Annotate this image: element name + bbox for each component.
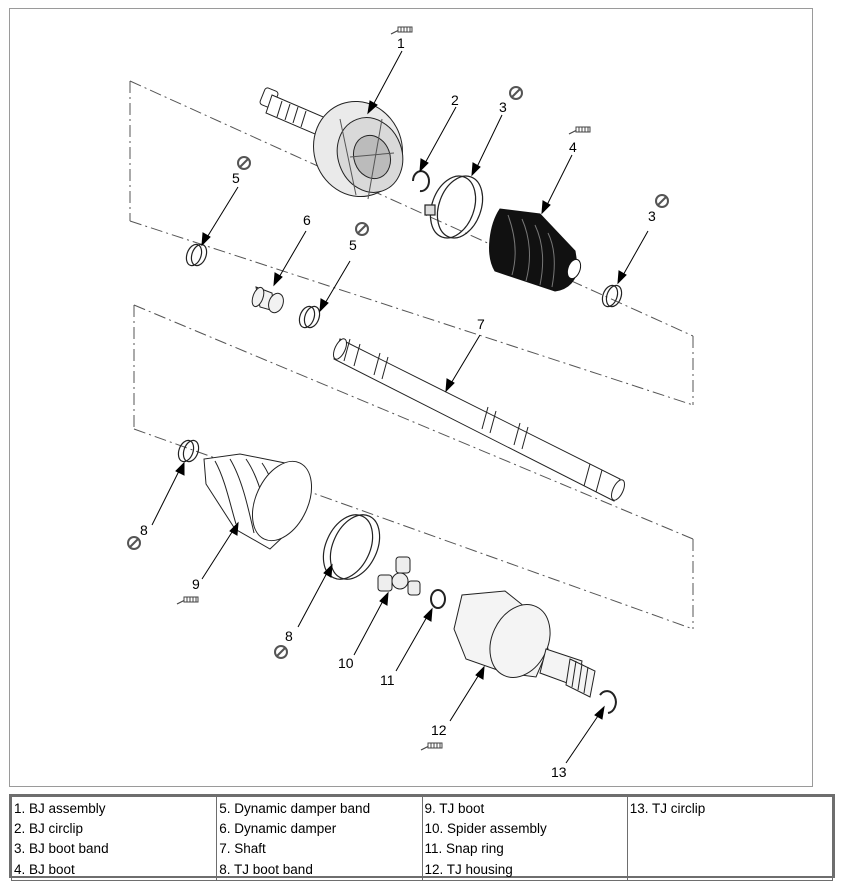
- callout-3-right: 3: [648, 208, 656, 224]
- upper-group-frame: [129, 80, 694, 630]
- bj-boot-band-drawing: [424, 175, 484, 239]
- callout-10: 10: [338, 655, 354, 671]
- legend-item: 11. Snap ring: [424, 841, 504, 857]
- legend-column: 9. TJ boot 10. Spider assembly 11. Snap …: [421, 796, 628, 881]
- tj-boot-drawing: [203, 453, 313, 550]
- callout-8-bottom: 8: [285, 628, 293, 644]
- tj-housing-drawing: [453, 590, 596, 698]
- callout-8-left: 8: [140, 522, 148, 538]
- dynamic-damper-band-drawing: [185, 243, 321, 329]
- legend-item: 3. BJ boot band: [14, 841, 109, 857]
- tj-circlip-drawing: [599, 690, 617, 714]
- legend-column: 1. BJ assembly 2. BJ circlip 3. BJ boot …: [10, 796, 218, 881]
- callout-12: 12: [431, 722, 447, 738]
- callout-4: 4: [569, 139, 577, 155]
- legend-table: 1. BJ assembly 2. BJ circlip 3. BJ boot …: [10, 796, 834, 881]
- callout-5-left: 5: [232, 170, 240, 186]
- tj-boot-band-drawing: [177, 439, 381, 580]
- legend-item: 12. TJ housing: [424, 861, 513, 877]
- callout-1: 1: [397, 35, 405, 51]
- legend-item: 8. TJ boot band: [219, 861, 313, 877]
- callout-3-upper: 3: [499, 99, 507, 115]
- legend-item: 13. TJ circlip: [629, 801, 706, 816]
- callout-7: 7: [477, 316, 485, 332]
- parts-legend: 1. BJ assembly 2. BJ circlip 3. BJ boot …: [9, 794, 835, 881]
- bj-boot-band-small-drawing: [601, 284, 623, 308]
- legend-item: 5. Dynamic damper band: [219, 801, 371, 816]
- bj-circlip-drawing: [412, 170, 430, 193]
- legend-column: 13. TJ circlip: [626, 796, 834, 881]
- callout-2: 2: [451, 92, 459, 108]
- legend-item: 9. TJ boot: [424, 801, 485, 816]
- dynamic-damper-drawing: [251, 286, 284, 314]
- legend-item: 2. BJ circlip: [14, 821, 84, 837]
- leader-lines: [151, 50, 649, 764]
- legend-item: 1. BJ assembly: [14, 801, 106, 816]
- legend-item: 4. BJ boot: [14, 861, 75, 877]
- callout-13: 13: [551, 764, 567, 780]
- callout-6: 6: [303, 212, 311, 228]
- spider-assembly-drawing: [377, 556, 421, 596]
- callout-11: 11: [380, 672, 395, 688]
- shaft-drawing: [333, 338, 625, 502]
- callout-9: 9: [192, 576, 200, 592]
- bj-boot-drawing: [489, 208, 582, 292]
- callout-5-middle: 5: [349, 237, 357, 253]
- legend-item: 7. Shaft: [219, 841, 266, 857]
- legend-column: 5. Dynamic damper band 6. Dynamic damper…: [216, 796, 423, 881]
- legend-item: 6. Dynamic damper: [219, 821, 337, 837]
- legend-item: 10. Spider assembly: [424, 821, 547, 837]
- bj-assembly-drawing: [259, 87, 404, 200]
- exploded-view-diagram: 1 2 3 4 3 5 6 5 7 8 9 8 10 11 12 13: [9, 8, 813, 787]
- snap-ring-drawing: [430, 589, 446, 609]
